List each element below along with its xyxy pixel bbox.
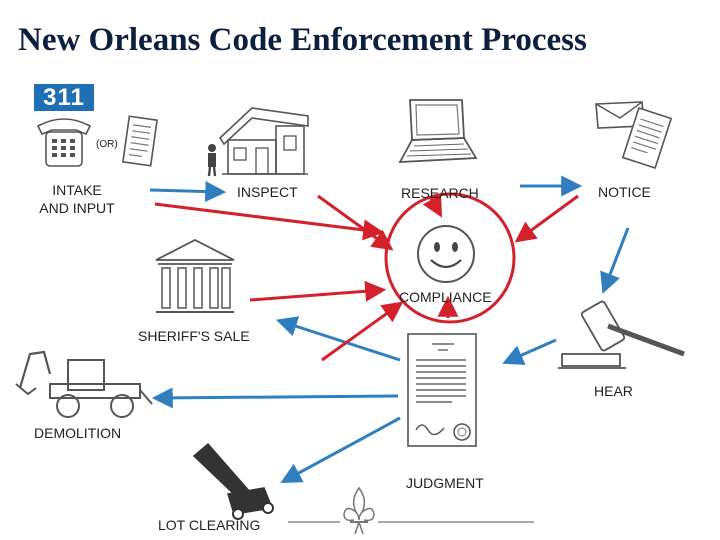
step-judgment-label: JUDGMENT <box>406 474 484 492</box>
form-icon <box>122 114 162 168</box>
house-icon <box>200 96 312 180</box>
arrow-judgment-to-sheriff <box>280 321 400 360</box>
step-compliance-label: COMPLIANCE <box>399 288 492 306</box>
step-intake-label: INTAKE AND INPUT <box>32 181 122 217</box>
step-research-label: RESEARCH <box>401 184 479 202</box>
step-inspect-label: INSPECT <box>237 183 298 201</box>
arrow-judgment-to-lot-clearing <box>284 418 400 481</box>
arrow-notice-to-hear <box>604 228 628 290</box>
judgment-document-icon <box>404 330 482 452</box>
backhoe-demolition-icon <box>10 344 156 420</box>
arrow-hear-to-judgment <box>506 340 556 362</box>
phone-icon <box>34 112 94 170</box>
arrow-inspect-to-compliance <box>318 196 390 248</box>
step-notice-label: NOTICE <box>598 183 651 201</box>
or-label: (OR) <box>96 136 118 154</box>
smiley-face-icon <box>414 222 478 286</box>
notice-mail-icon <box>588 92 676 172</box>
fleur-de-lis-icon <box>340 486 378 536</box>
arrow-notice-to-compliance <box>518 196 578 240</box>
step-lot-clearing-label: LOT CLEARING <box>158 516 260 534</box>
step-hear-label: HEAR <box>594 382 633 400</box>
lawn-mower-icon <box>180 438 280 522</box>
arrow-sheriff-to-compliance <box>250 290 382 300</box>
logo-311-text: 311 <box>34 84 94 111</box>
arrow-intake-to-inspect <box>150 190 222 192</box>
laptop-icon <box>392 94 478 170</box>
step-sheriff-sale-label: SHERIFF'S SALE <box>138 327 250 345</box>
logo-311-icon: 311 <box>34 84 94 111</box>
arrow-judgment-to-demolition <box>156 396 398 398</box>
step-demolition-label: DEMOLITION <box>34 424 121 442</box>
gavel-icon <box>556 300 692 372</box>
courthouse-icon <box>150 236 240 318</box>
arrow-demolition-to-compliance <box>322 304 400 360</box>
